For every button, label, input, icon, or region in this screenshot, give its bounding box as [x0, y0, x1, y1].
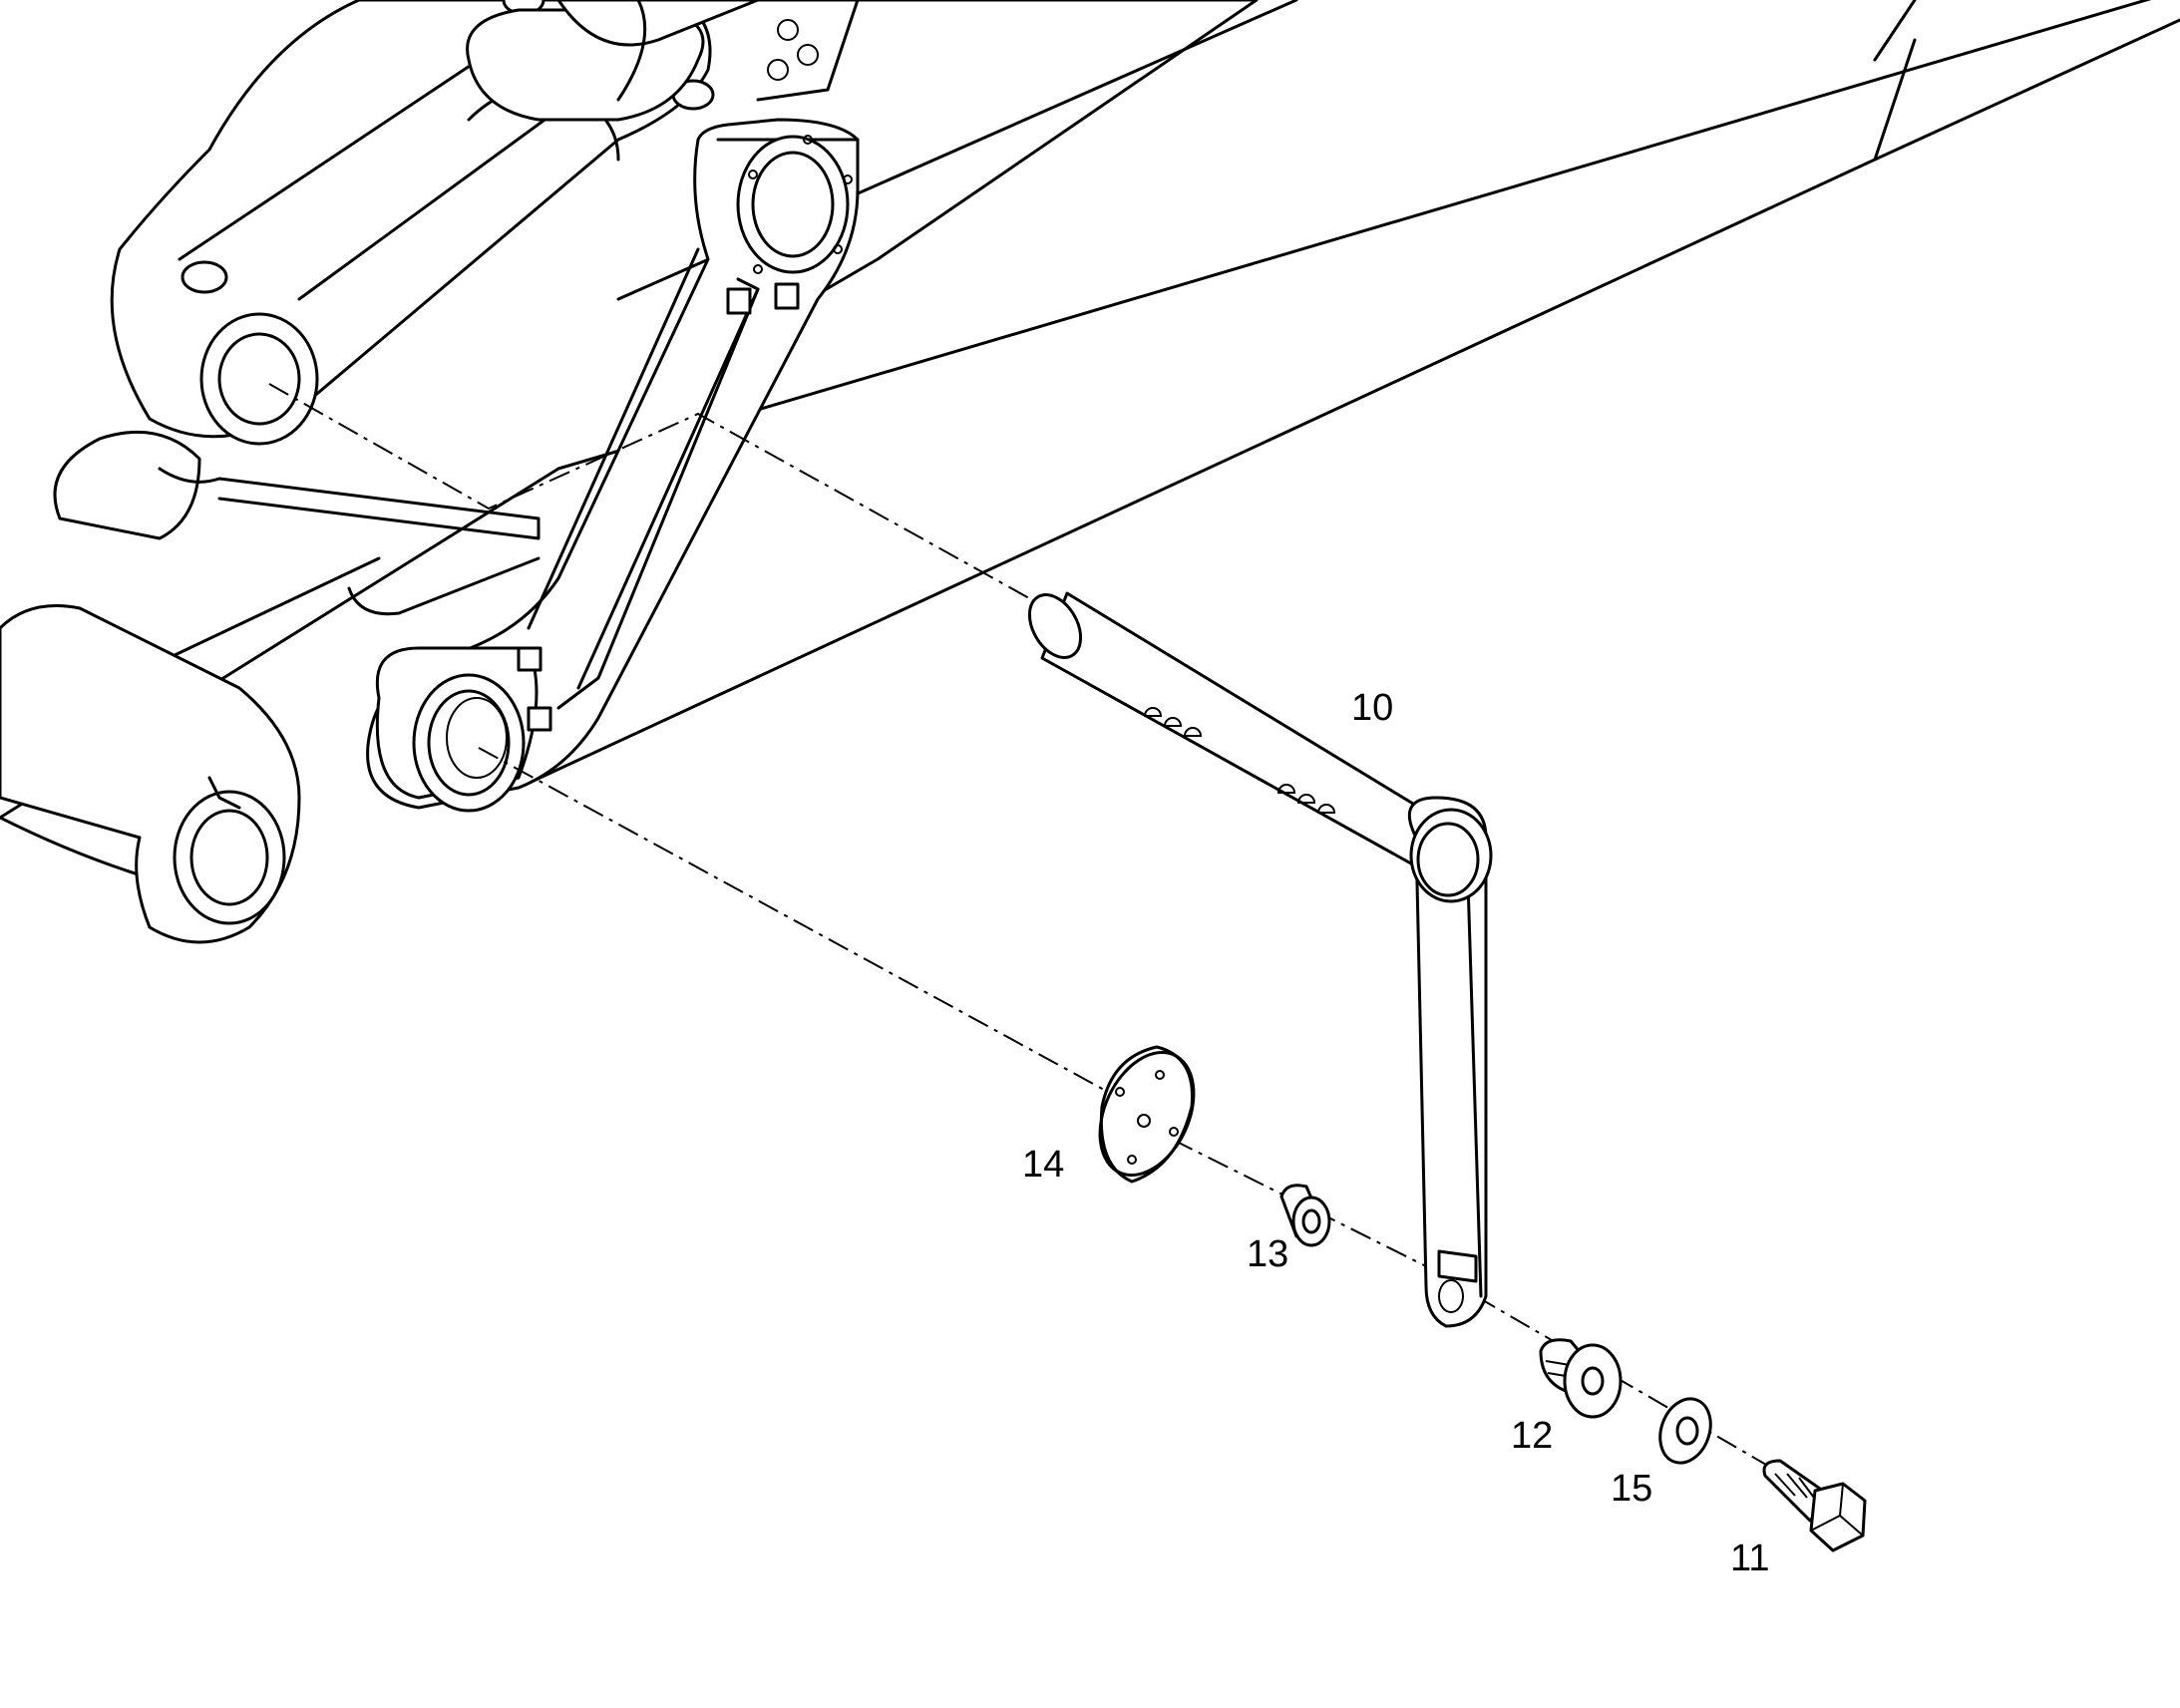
part-14-cover-plate	[1098, 1045, 1196, 1184]
callout-13: 13	[1247, 1233, 1288, 1275]
part-11-hex-bolt	[1762, 1459, 1867, 1552]
part-13-spacer	[1279, 1184, 1331, 1247]
callout-15: 15	[1611, 1468, 1652, 1510]
callout-11: 11	[1730, 1537, 1769, 1579]
callout-10: 10	[1351, 687, 1393, 729]
callout-14: 14	[1022, 1144, 1064, 1186]
part-15-washer	[1658, 1397, 1712, 1465]
part-12-shoulder-bushing	[1539, 1338, 1623, 1419]
callout-12: 12	[1511, 1415, 1553, 1457]
assembly-centerlines	[268, 383, 1786, 1477]
boom-frame	[0, 0, 2180, 944]
part-10-pin-with-arm	[1027, 591, 1493, 1328]
callouts: 10 14 13 12 15 11	[1022, 687, 1769, 1579]
